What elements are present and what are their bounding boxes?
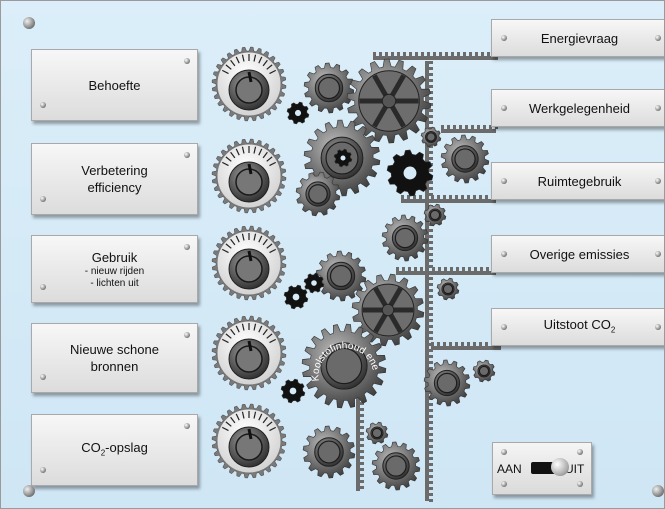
gear-icon <box>440 134 490 184</box>
gear-icon <box>472 359 496 383</box>
rivet-icon <box>184 244 190 250</box>
gear-icon <box>420 126 442 148</box>
gear-rack-icon <box>441 125 498 133</box>
rivet-icon <box>501 449 507 455</box>
input-button-gebruik[interactable]: Gebruik - nieuw rijden - lichten uit <box>31 235 198 303</box>
rivet-icon <box>577 449 583 455</box>
gear-icon <box>436 277 460 301</box>
rivet-icon <box>655 324 661 330</box>
rivet-icon <box>40 284 46 290</box>
gear-icon <box>315 250 367 302</box>
toggle-knob <box>551 458 569 476</box>
rivet-icon <box>501 251 507 257</box>
on-off-switch-panel: AAN UIT <box>492 442 592 495</box>
output-label: Werkgelegenheid <box>529 100 630 116</box>
gear-icon <box>346 58 432 144</box>
rivet-icon <box>184 332 190 338</box>
input-sub-label: - nieuw rijden <box>84 265 145 277</box>
rivet-icon <box>577 481 583 487</box>
output-label: Overige emissies <box>529 246 630 262</box>
input-sub-label: - lichten uit <box>90 277 139 289</box>
input-label: Behoefte <box>88 77 141 93</box>
dial-knob-icon <box>211 403 287 479</box>
input-label: CO2-opslag <box>81 439 148 458</box>
input-label: Verbetering efficiency <box>81 163 148 195</box>
screw-icon <box>652 485 664 497</box>
gear-icon <box>302 425 356 479</box>
rivet-icon <box>655 105 661 111</box>
screw-icon <box>23 485 35 497</box>
input-button-co2-opslag[interactable]: CO2-opslag <box>31 414 198 486</box>
gear-icon <box>303 272 325 294</box>
output-overige-emissies[interactable]: Overige emissies <box>491 235 664 273</box>
gear-icon <box>351 273 425 347</box>
output-label: Uitstoot CO2 <box>543 316 616 335</box>
input-button-efficiency[interactable]: Verbetering efficiency <box>31 143 198 215</box>
switch-off-label: UIT <box>565 462 585 476</box>
rivet-icon <box>655 251 661 257</box>
rivet-icon <box>501 481 507 487</box>
gear-rack-icon <box>373 52 498 60</box>
output-uitstoot-co2[interactable]: Uitstoot CO2 <box>491 308 664 346</box>
switch-on-label: AAN <box>497 462 522 476</box>
gear-icon <box>280 378 306 404</box>
rivet-icon <box>40 374 46 380</box>
rivet-icon <box>655 35 661 41</box>
gear-icon <box>295 171 341 217</box>
output-label: Ruimtegebruik <box>537 173 622 189</box>
rivet-icon <box>40 196 46 202</box>
output-werkgelegenheid[interactable]: Werkgelegenheid <box>491 89 664 127</box>
gear-icon <box>365 421 389 445</box>
gear-rack-icon <box>396 267 496 275</box>
gear-icon <box>386 149 434 197</box>
dial-knob-icon <box>211 225 287 301</box>
gear-icon <box>423 359 471 407</box>
gear-icon <box>286 101 310 125</box>
dial-knob-icon <box>211 46 287 122</box>
gear-icon <box>303 62 355 114</box>
rivet-icon <box>184 58 190 64</box>
screw-icon <box>23 17 35 29</box>
rivet-icon <box>184 423 190 429</box>
rivet-icon <box>40 102 46 108</box>
gear-icon <box>333 148 353 168</box>
rivet-icon <box>501 178 507 184</box>
input-button-behoefte[interactable]: Behoefte <box>31 49 198 121</box>
input-label: Gebruik <box>91 249 138 265</box>
dial-knob-icon <box>211 138 287 214</box>
gear-rack-icon <box>425 61 433 502</box>
input-button-nieuwe-bronnen[interactable]: Nieuwe schone bronnen <box>31 323 198 393</box>
gear-rack-icon <box>356 396 364 491</box>
rivet-icon <box>655 178 661 184</box>
gear-rack-icon <box>401 195 496 203</box>
gear-icon <box>371 441 421 491</box>
gear-icon <box>301 323 387 409</box>
output-energievraag[interactable]: Energievraag <box>491 19 664 57</box>
rivet-icon <box>501 324 507 330</box>
rivet-icon <box>184 152 190 158</box>
gear-icon <box>381 214 429 262</box>
gear-icon <box>283 284 309 310</box>
rivet-icon <box>501 105 507 111</box>
dial-knob-icon <box>211 315 287 391</box>
rivet-icon <box>40 467 46 473</box>
gear-icon <box>423 203 447 227</box>
output-label: Energievraag <box>540 30 619 46</box>
input-label: Nieuwe schone bronnen <box>70 342 159 374</box>
on-off-toggle[interactable] <box>531 458 569 476</box>
rivet-icon <box>501 35 507 41</box>
output-ruimtegebruik[interactable]: Ruimtegebruik <box>491 162 664 200</box>
